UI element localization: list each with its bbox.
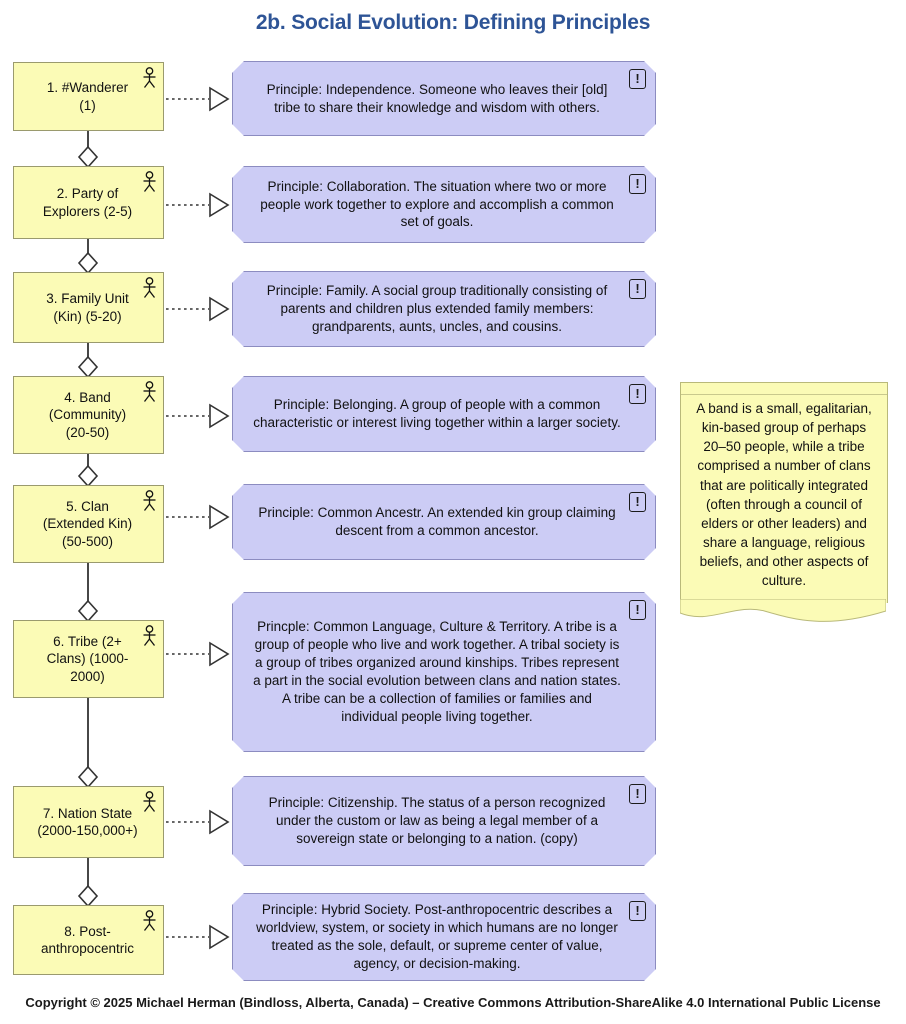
hollow-triangle-arrow-icon <box>209 641 230 667</box>
sticky-note-text: A band is a small, egalitarian, kin-base… <box>696 401 872 589</box>
principle-note-band[interactable]: Principle: Belonging. A group of people … <box>232 376 656 452</box>
exclamation-badge-icon: ! <box>629 384 646 404</box>
exclamation-badge-icon: ! <box>629 492 646 512</box>
actor-stick-figure-icon <box>143 791 156 812</box>
hollow-diamond-icon <box>77 355 99 379</box>
stage-box-post-anthropocentric[interactable]: 8. Post- anthropocentric <box>13 905 164 975</box>
stage-box-party-of-explorers[interactable]: 2. Party of Explorers (2-5) <box>13 166 164 239</box>
exclamation-badge-icon: ! <box>629 600 646 620</box>
stage-label: 5. Clan (Extended Kin) (50-500) <box>42 499 133 549</box>
hollow-diamond-icon <box>77 464 99 488</box>
stage-label: 4. Band (Community) (20-50) <box>48 390 127 440</box>
principle-note-wanderer[interactable]: Principle: Independence. Someone who lea… <box>232 61 656 136</box>
stage-box-wanderer[interactable]: 1. #Wanderer (1) <box>13 62 164 131</box>
hollow-diamond-icon <box>77 145 99 169</box>
principle-note-party-of-explorers[interactable]: Principle: Collaboration. The situation … <box>232 166 656 243</box>
hollow-triangle-arrow-icon <box>209 809 230 835</box>
principle-note-post-anthropocentric[interactable]: Principle: Hybrid Society. Post-anthropo… <box>232 893 656 981</box>
principle-text: Principle: Family. A social group tradit… <box>266 283 608 334</box>
exclamation-badge-icon: ! <box>629 69 646 89</box>
hollow-triangle-arrow-icon-group <box>209 86 230 950</box>
actor-stick-figure-icon <box>143 67 156 88</box>
principle-text: Principle: Belonging. A group of people … <box>253 397 621 430</box>
stage-label: 7. Nation State (2000-150,000+) <box>37 805 138 838</box>
principle-text: Principle: Hybrid Society. Post-anthropo… <box>256 902 618 971</box>
stage-label: 2. Party of Explorers (2-5) <box>42 186 133 219</box>
actor-stick-figure-icon <box>143 490 156 511</box>
principle-text: Principle: Collaboration. The situation … <box>260 178 614 230</box>
stage-box-family-unit[interactable]: 3. Family Unit (Kin) (5-20) <box>13 272 164 343</box>
hollow-triangle-arrow-icon <box>209 403 230 429</box>
principle-text: Principle: Common Ancestr. An extended k… <box>258 505 616 538</box>
principle-text: Princple: Common Language, Culture & Ter… <box>253 619 621 724</box>
actor-stick-figure-icon <box>143 625 156 646</box>
hollow-triangle-arrow-icon <box>209 86 230 112</box>
actor-stick-figure-icon <box>143 277 156 298</box>
actor-stick-figure-icon <box>143 171 156 192</box>
principle-text: Principle: Citizenship. The status of a … <box>268 795 606 846</box>
hollow-triangle-arrow-icon <box>209 924 230 950</box>
sticky-note-wavy-edge <box>680 599 886 622</box>
hollow-triangle-arrow-icon <box>209 504 230 530</box>
page-title: 2b. Social Evolution: Defining Principle… <box>255 11 651 34</box>
dependency-line-group <box>166 98 209 938</box>
footer-copyright: Copyright © 2025 Michael Herman (Bindlos… <box>25 995 881 1010</box>
hollow-triangle-arrow-icon <box>209 192 230 218</box>
stage-label: 6. Tribe (2+ Clans) (1000- 2000) <box>46 634 129 684</box>
principle-note-nation-state[interactable]: Principle: Citizenship. The status of a … <box>232 776 656 866</box>
hollow-diamond-icon <box>77 765 99 789</box>
stage-label: 8. Post- anthropocentric <box>40 923 135 956</box>
principle-note-clan[interactable]: Principle: Common Ancestr. An extended k… <box>232 484 656 560</box>
actor-stick-figure-icon <box>143 910 156 931</box>
stage-label: 3. Family Unit (Kin) (5-20) <box>46 291 129 324</box>
stage-box-nation-state[interactable]: 7. Nation State (2000-150,000+) <box>13 786 164 858</box>
stage-box-clan[interactable]: 5. Clan (Extended Kin) (50-500) <box>13 485 164 563</box>
hollow-diamond-icon <box>77 884 99 908</box>
sticky-note-band-vs-tribe[interactable]: A band is a small, egalitarian, kin-base… <box>680 382 888 622</box>
sticky-note-rule <box>681 394 887 395</box>
principle-note-family-unit[interactable]: Principle: Family. A social group tradit… <box>232 271 656 347</box>
hollow-triangle-arrow-icon <box>209 296 230 322</box>
actor-stick-figure-icon <box>143 381 156 402</box>
stage-box-tribe[interactable]: 6. Tribe (2+ Clans) (1000- 2000) <box>13 620 164 698</box>
stage-label: 1. #Wanderer (1) <box>46 80 129 113</box>
exclamation-badge-icon: ! <box>629 174 646 194</box>
exclamation-badge-icon: ! <box>629 279 646 299</box>
stage-box-band[interactable]: 4. Band (Community) (20-50) <box>13 376 164 454</box>
principle-note-tribe[interactable]: Princple: Common Language, Culture & Ter… <box>232 592 656 752</box>
exclamation-badge-icon: ! <box>629 784 646 804</box>
principle-text: Principle: Independence. Someone who lea… <box>266 81 608 115</box>
exclamation-badge-icon: ! <box>629 901 646 921</box>
hollow-diamond-icon <box>77 251 99 275</box>
hollow-diamond-icon <box>77 599 99 623</box>
